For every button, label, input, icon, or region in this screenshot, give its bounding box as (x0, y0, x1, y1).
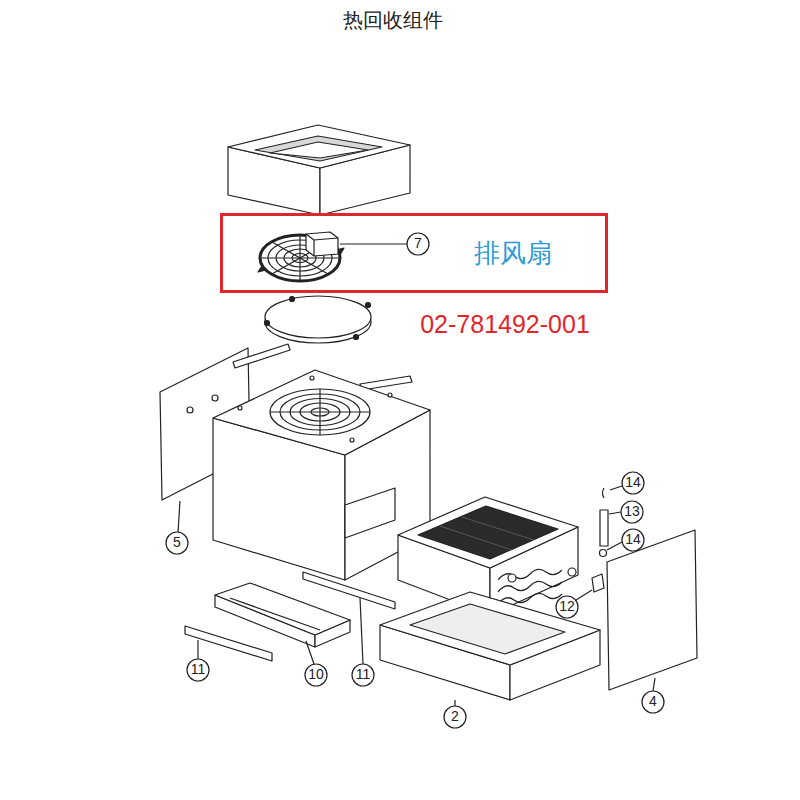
side-panel-left-part (212, 395, 218, 401)
drain-tray-part (215, 583, 350, 635)
support-bars-part (185, 626, 272, 661)
heat-recovery-coil-part (568, 568, 576, 576)
main-housing-part (345, 488, 395, 538)
support-bars-part (303, 572, 395, 609)
hood (228, 125, 410, 215)
callout-number: 7 (414, 236, 422, 251)
heat-recovery-coil-part (418, 506, 558, 559)
valve-parts-part (610, 486, 622, 490)
main-housing-part (310, 376, 314, 380)
callout-number: 13 (624, 504, 640, 519)
callout-number: 2 (451, 709, 459, 724)
side-panel-right-part (653, 678, 655, 691)
exhaust-fan-part (340, 243, 407, 244)
exhaust-fan-part (314, 238, 338, 240)
drain-tray-part (305, 664, 327, 686)
support-bars-part (197, 640, 198, 659)
exhaust-fan (258, 232, 429, 281)
exhaust-fan-part (306, 234, 314, 240)
callout-number: 5 (173, 535, 181, 550)
callout-number: 11 (356, 667, 371, 682)
valve-parts-part (600, 550, 607, 557)
exhaust-fan-part (258, 266, 266, 272)
hood-part (228, 125, 410, 168)
valve-parts-part (609, 512, 621, 514)
hood-part (255, 136, 382, 161)
callout-number: 14 (625, 475, 641, 490)
heat-recovery-coil-part (508, 574, 516, 582)
callout-number: 4 (649, 694, 657, 709)
support-bars (185, 572, 395, 686)
base-tray-part (454, 700, 455, 706)
valve-parts-part (603, 488, 605, 498)
callout-number: 14 (625, 532, 641, 547)
main-housing-part (238, 406, 242, 410)
fan-ring-part (366, 303, 371, 308)
top-rails-part (233, 344, 290, 368)
hood-part (270, 142, 368, 158)
main-housing-part (388, 393, 392, 397)
main-housing-part (319, 389, 320, 435)
fan-ring-part (265, 321, 270, 326)
side-panel-left-part (166, 532, 188, 554)
valve-parts-part (600, 510, 608, 546)
callout-number: 11 (191, 662, 206, 677)
base-tray-part (444, 706, 466, 728)
drain-tray-part (230, 598, 320, 630)
heat-recovery-coil-part (498, 581, 562, 592)
exhaust-fan-part (306, 232, 338, 256)
main-housing-part (270, 389, 370, 435)
heat-recovery-coil-part (398, 497, 578, 568)
callout-number: 10 (308, 667, 324, 682)
side-panel-left-part (187, 407, 193, 413)
fan-ring-part (290, 297, 295, 302)
side-panel-right-part (607, 530, 697, 690)
highlight-box: 排风扇 (220, 213, 608, 293)
fan-ring-part (265, 296, 371, 338)
base-tray-part (380, 592, 600, 665)
diagram-title: 热回收组件 (343, 9, 443, 31)
fan-ring-part (354, 335, 359, 340)
side-panel-left-part (178, 501, 180, 532)
valve-parts-part (621, 501, 643, 523)
valve-parts-part (576, 590, 592, 600)
side-panel-right (607, 530, 697, 713)
drain-tray-part (306, 641, 314, 664)
valve-parts-part (622, 529, 644, 551)
valve-parts-part (592, 574, 604, 592)
callout-number: 12 (559, 599, 575, 614)
support-bars-part (187, 659, 209, 681)
fan-ring (265, 296, 372, 343)
valve-parts-part (622, 472, 644, 494)
exhaust-fan-part (313, 240, 314, 256)
side-panel-right-part (642, 691, 664, 713)
main-housing-part (350, 438, 354, 442)
part-name: 排风扇 (474, 239, 552, 268)
heat-recovery-coil-part (462, 517, 534, 540)
valve-parts-part (556, 596, 578, 618)
base-tray (380, 592, 600, 728)
drain-tray (215, 583, 350, 686)
support-bars-part (360, 598, 363, 664)
exhaust-fan-part (407, 233, 429, 255)
valve-parts-part (607, 542, 622, 550)
support-bars-part (352, 664, 374, 686)
part-number: 02-781492-001 (420, 311, 590, 339)
main-housing-part (213, 370, 430, 455)
base-tray-part (410, 604, 565, 654)
